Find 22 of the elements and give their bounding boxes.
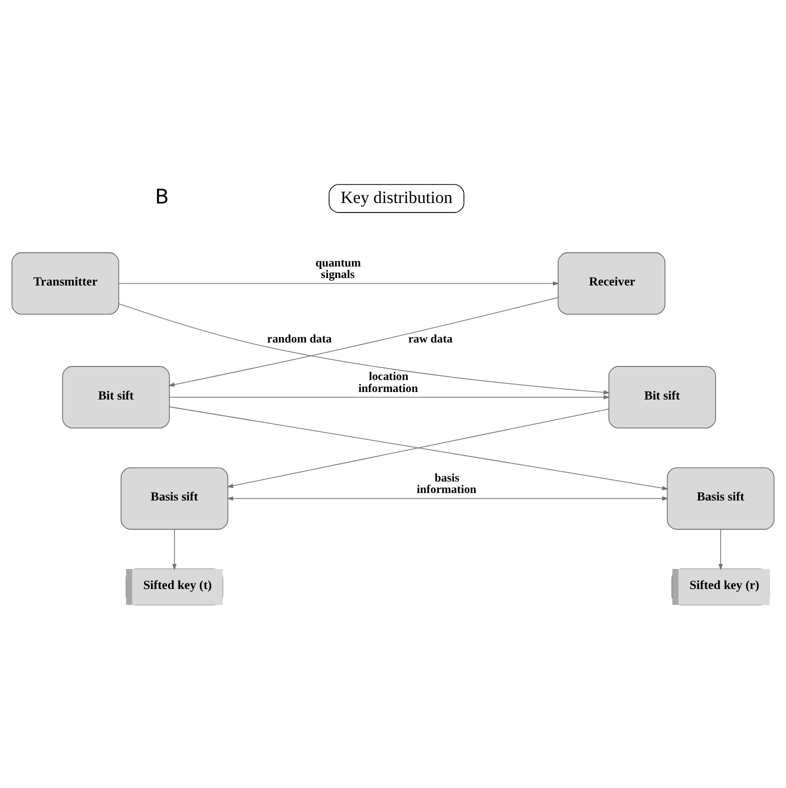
node-box: Key distribution <box>328 184 464 212</box>
node-box: Bit sift <box>608 366 716 428</box>
arrow <box>168 296 559 386</box>
node-box: Basis sift <box>120 466 228 530</box>
node-box: Transmitter <box>12 252 120 314</box>
arrow <box>118 302 610 394</box>
arrow <box>118 280 560 286</box>
node-box: Bit sift <box>62 366 170 428</box>
edge-label: location information <box>358 370 418 394</box>
edge-label: raw data <box>408 332 453 345</box>
edge-label: quantum signals <box>315 256 361 281</box>
arrow <box>226 496 668 500</box>
arrow <box>169 394 610 399</box>
node-box: Basis sift <box>666 466 774 530</box>
label: B <box>155 184 169 208</box>
node-box: Receiver <box>558 252 666 314</box>
arrow <box>718 528 723 570</box>
arrow <box>169 406 668 490</box>
arrow <box>172 528 177 570</box>
arrow <box>226 408 609 488</box>
edge-label: basis information <box>416 470 476 496</box>
edge-label: random data <box>267 332 332 345</box>
